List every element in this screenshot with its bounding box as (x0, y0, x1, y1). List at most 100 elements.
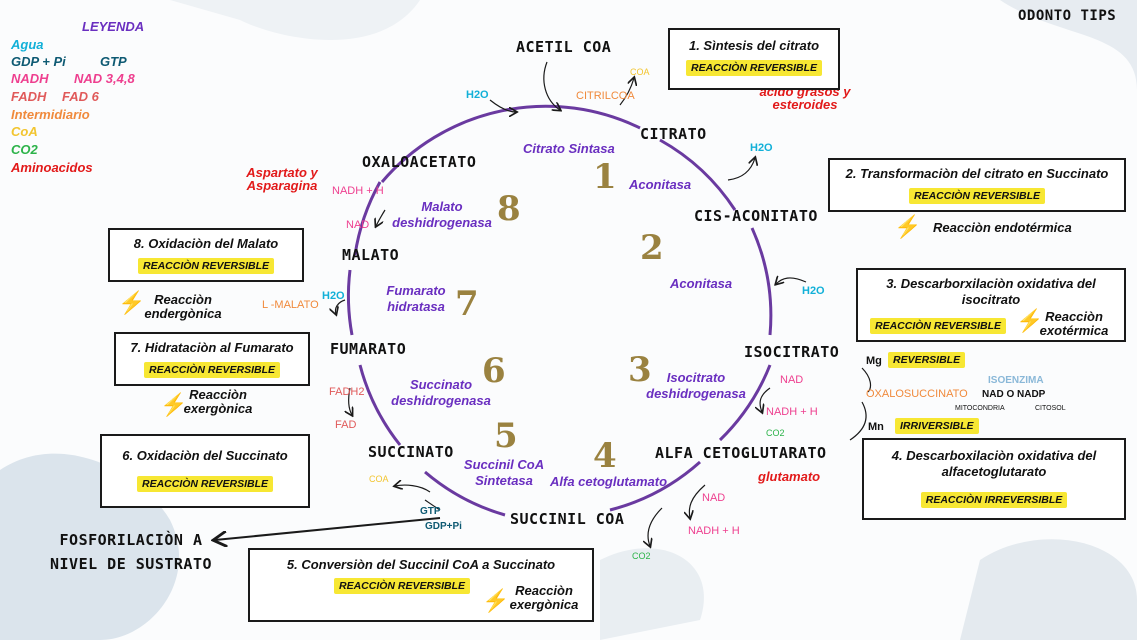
info-box-3: 3. Descarborxilaciòn oxidativa del isoci… (856, 268, 1126, 342)
step-number-4: 4 (593, 436, 617, 476)
cofactor-mn: Mn (868, 421, 884, 433)
metabolite-citrato: CITRATO (640, 125, 707, 143)
tag-reversible: REVERSIBLE (888, 352, 966, 368)
bolt-icon: ⚡ (160, 392, 188, 417)
metabolite-succinil-coa: SUCCINIL COA (510, 510, 625, 528)
metabolite-alfa-cetoglutarato: ALFA CETOGLUTARATO (655, 444, 827, 462)
molecule-nadh-4: NADH + H (688, 525, 740, 537)
enzyme-succinil-coa-sintetasa: Succinil CoA Sintetasa (463, 457, 545, 488)
box-6-tag: REACCIÒN REVERSIBLE (136, 476, 273, 492)
box-4-title: 4. Descarboxilaciòn oxidativa del alface… (891, 448, 1097, 479)
legend-gtp: GTP (100, 54, 127, 69)
molecule-h2o-2: H2O (750, 142, 773, 154)
legend-nadh: NADH (11, 71, 49, 86)
enzyme-alfa-cetoglutamato: Alfa cetoglutamato (550, 474, 668, 489)
box-8-tag: REACCIÒN REVERSIBLE (137, 258, 274, 274)
legend-fadh: FADH (11, 89, 47, 104)
metabolite-cis-aconitato: CIS-ACONITATO (694, 207, 818, 225)
molecule-h2o-1: H2O (466, 89, 489, 101)
enzyme-succinato-deshidrogenasa: Succinato deshidrogenasa (391, 377, 491, 408)
box-7-reaction: Reacciòn exergònica (183, 387, 253, 416)
note-fosforilacion: FOSFORILACIÒN A NIVEL DE SUSTRATO (49, 531, 213, 573)
enzyme-isocitrato-deshidrogenasa: Isocitrato deshidrogenasa (646, 370, 746, 401)
molecule-nad-3: NAD (780, 374, 804, 386)
molecule-gtp: GTP (420, 506, 441, 517)
metabolite-succinato: SUCCINATO (368, 443, 454, 461)
tag-irreversible: IRRIVERSIBLE (895, 418, 979, 434)
legend-co2: CO2 (11, 142, 38, 157)
box-5-title: 5. Conversiòn del Succinil CoA a Succina… (286, 557, 556, 572)
bolt-icon: ⚡ (118, 290, 146, 315)
step-number-3: 3 (628, 350, 652, 390)
info-box-2: 2. Transformaciòn del citrato en Succina… (828, 158, 1126, 212)
molecule-nad-4: NAD (702, 492, 726, 504)
legend-gdp: GDP + Pi (11, 54, 66, 69)
bolt-icon: ⚡ (894, 214, 922, 239)
legend-fad: FAD 6 (62, 89, 99, 104)
metabolite-acetil-coa: ACETIL COA (516, 38, 612, 56)
box-6-title: 6. Oxidaciòn del Succinato (122, 448, 288, 463)
enzyme-aconitasa-1: Aconitasa (629, 177, 692, 192)
step-number-1: 1 (593, 157, 617, 197)
box-7-tag: REACCIÒN REVERSIBLE (143, 362, 280, 378)
box-4-tag: REACCIÒN IRREVERSIBLE (920, 492, 1068, 508)
box-2-tag: REACCIÒN REVERSIBLE (908, 188, 1045, 204)
box-3-tag: REACCIÒN REVERSIBLE (870, 318, 1007, 334)
note-aspartato-text: Aspartato y Asparagina (246, 165, 318, 193)
box-3-reaction: Reacciòn exotérmica (1039, 309, 1109, 338)
note-isoenzima: ISOENZIMA (988, 375, 1044, 386)
molecule-coa-1: COA (630, 67, 650, 77)
legend-coa: CoA (11, 124, 38, 139)
molecule-fadh2: FADH2 (329, 386, 365, 398)
metabolite-isocitrato: ISOCITRATO (744, 343, 840, 361)
bolt-icon: ⚡ (482, 588, 510, 613)
cycle-ring (346, 104, 773, 517)
box-5-tag: REACCIÒN REVERSIBLE (334, 578, 471, 594)
legend-aminoacidos: Aminoacidos (11, 160, 93, 175)
box-2-title: 2. Transformaciòn del citrato en Succina… (845, 166, 1109, 181)
step-number-2: 2 (640, 228, 664, 268)
molecule-coa-5: COA (369, 474, 389, 484)
info-box-1: 1. Sìntesis del citrato REACCIÒN REVERSI… (668, 28, 840, 90)
legend-agua: Agua (11, 37, 44, 52)
molecule-oxalosuccinato: OXALOSUCCINATO (866, 388, 968, 400)
note-glutamato: glutamato (758, 469, 821, 484)
molecule-co2-4: CO2 (632, 551, 651, 561)
metabolite-fumarato: FUMARATO (330, 340, 407, 358)
box-1-tag: REACCIÒN REVERSIBLE (685, 60, 822, 76)
box-5-reaction: Reacciòn exergònica (509, 583, 579, 612)
legend-intermediario: Intermidiario (11, 107, 90, 122)
molecule-nad-8: NAD (346, 219, 370, 231)
enzyme-aconitasa-2: Aconitasa (670, 276, 733, 291)
molecule-gdp-pi: GDP+Pi (425, 521, 462, 532)
note-citosol: CITOSOL (1035, 405, 1066, 412)
molecule-fad: FAD (335, 419, 357, 431)
info-box-8: 8. Oxidaciòn del Malato REACCIÒN REVERSI… (108, 228, 304, 282)
box-8-title: 8. Oxidaciòn del Malato (133, 236, 279, 251)
info-box-5: 5. Conversiòn del Succinil CoA a Succina… (248, 548, 594, 622)
info-box-4: 4. Descarboxilaciòn oxidativa del alface… (862, 438, 1126, 520)
step-number-5: 5 (494, 416, 518, 456)
box-1-title: 1. Sìntesis del citrato (688, 38, 820, 53)
metabolite-malato: MALATO (342, 246, 400, 264)
info-box-7: 7. Hidrataciòn al Fumarato REACCIÒN REVE… (114, 332, 310, 386)
note-aspartato: Aspartato y Asparagina (238, 166, 326, 192)
box-3-title: 3. Descarborxilaciòn oxidativa del isoci… (886, 276, 1096, 307)
molecule-l-malato: L -MALATO (262, 299, 319, 311)
box-7-title: 7. Hidrataciòn al Fumarato (130, 340, 294, 355)
molecule-h2o-7: H2O (322, 290, 345, 302)
legend-nad: NAD 3,4,8 (74, 71, 135, 86)
bolt-icon: ⚡ (1016, 308, 1044, 333)
step-number-6: 6 (482, 351, 506, 391)
molecule-citrilcoa: CITRILCOA (576, 90, 635, 102)
enzyme-citrato-sintasa: Citrato Sintasa (523, 141, 615, 156)
note-mitocondria: MITOCONDRIA (955, 405, 1005, 412)
info-box-6: 6. Oxidaciòn del Succinato REACCIÒN REVE… (100, 434, 310, 508)
molecule-nadh-3: NADH + H (766, 406, 818, 418)
step-number-7: 7 (455, 284, 479, 324)
brand-title: ODONTO TIPS (1018, 8, 1117, 24)
note-nad-o-nadp: NAD O NADP (982, 389, 1046, 400)
molecule-nadh-8: NADH + H (332, 185, 384, 197)
